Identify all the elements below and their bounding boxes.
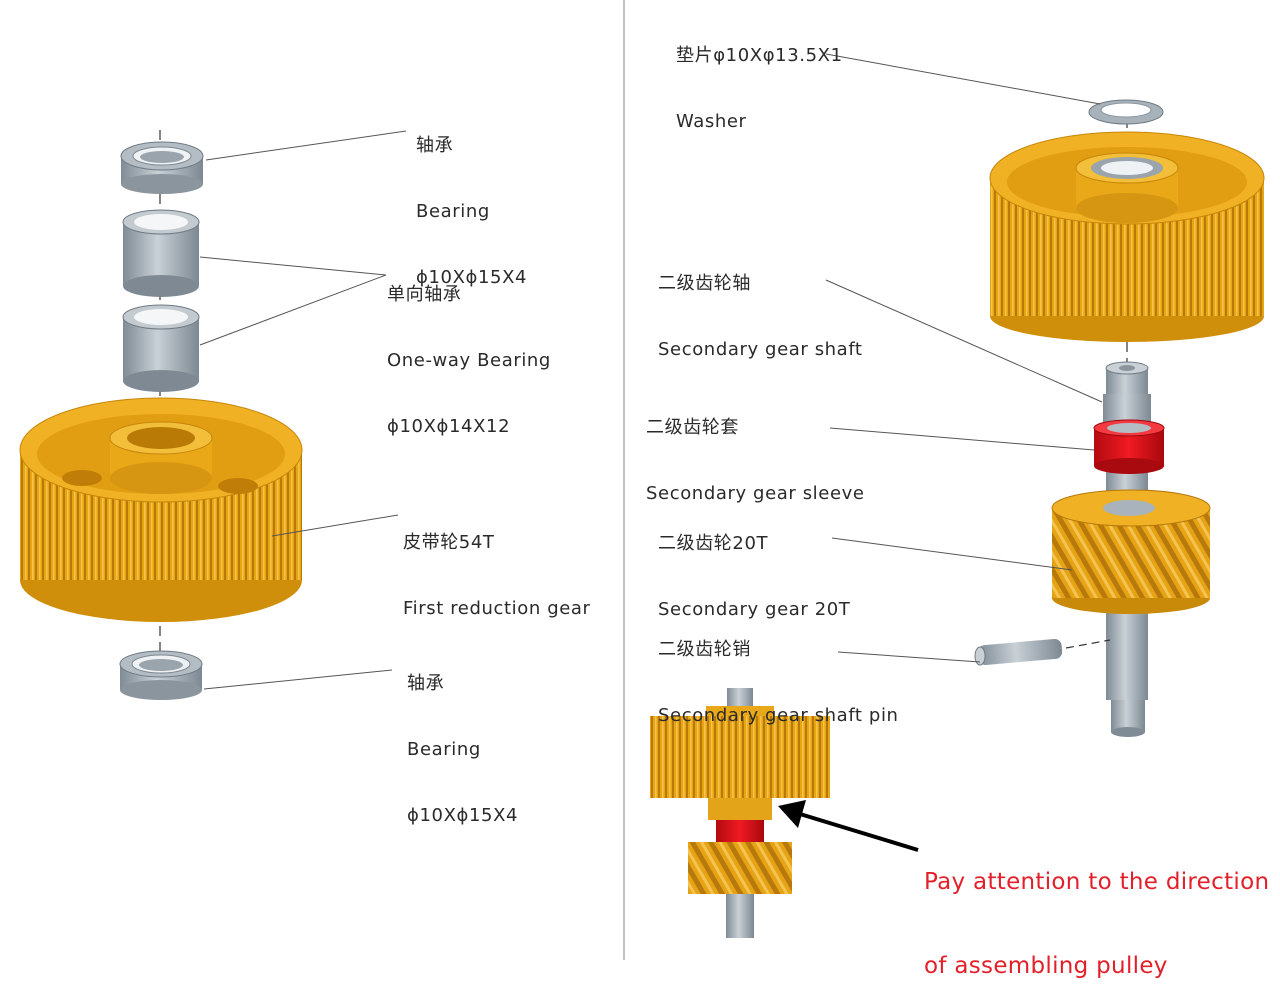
one-way-bearing-upper (122, 209, 200, 297)
secondary-gear-sleeve-part (1093, 419, 1165, 474)
left-leader-lines (199, 130, 407, 690)
label-secondary-gear-shaft: 二级齿轮轴 Secondary gear shaft (658, 273, 863, 360)
assembly-direction-note: Pay attention to the direction of assemb… (924, 869, 1270, 979)
secondary-gear-20t-part (1051, 489, 1211, 614)
first-reduction-gear-part (19, 397, 303, 622)
top-bearing-part (120, 141, 204, 194)
one-way-bearing-lower (122, 304, 200, 392)
label-first-reduction-gear: 皮带轮54T First reduction gear (403, 532, 591, 619)
exploded-assembly-diagram (19, 0, 1265, 960)
shaft-pin-part (974, 638, 1111, 666)
label-secondary-gear-20t: 二级齿轮20T Secondary gear 20T (658, 533, 851, 620)
label-secondary-gear-sleeve: 二级齿轮套 Secondary gear sleeve (646, 417, 865, 504)
label-one-way-bearing: 单向轴承 One-way Bearing ϕ10Xϕ14X12 (387, 284, 551, 437)
right-leader-lines (825, 53, 1103, 663)
assembled-detail-view (650, 688, 830, 938)
bottom-bearing-part (119, 650, 203, 700)
label-bottom-bearing: 轴承 Bearing ϕ10Xϕ15X4 (407, 673, 519, 826)
attention-arrow (778, 800, 919, 852)
label-washer: 垫片φ10Xφ13.5X1 Washer (676, 45, 843, 132)
label-top-bearing: 轴承 Bearing ϕ10Xϕ15X4 (416, 135, 528, 288)
secondary-pulley-part (989, 131, 1265, 342)
washer-part (1088, 99, 1164, 125)
label-shaft-pin: 二级齿轮销 Secondary gear shaft pin (658, 639, 899, 726)
